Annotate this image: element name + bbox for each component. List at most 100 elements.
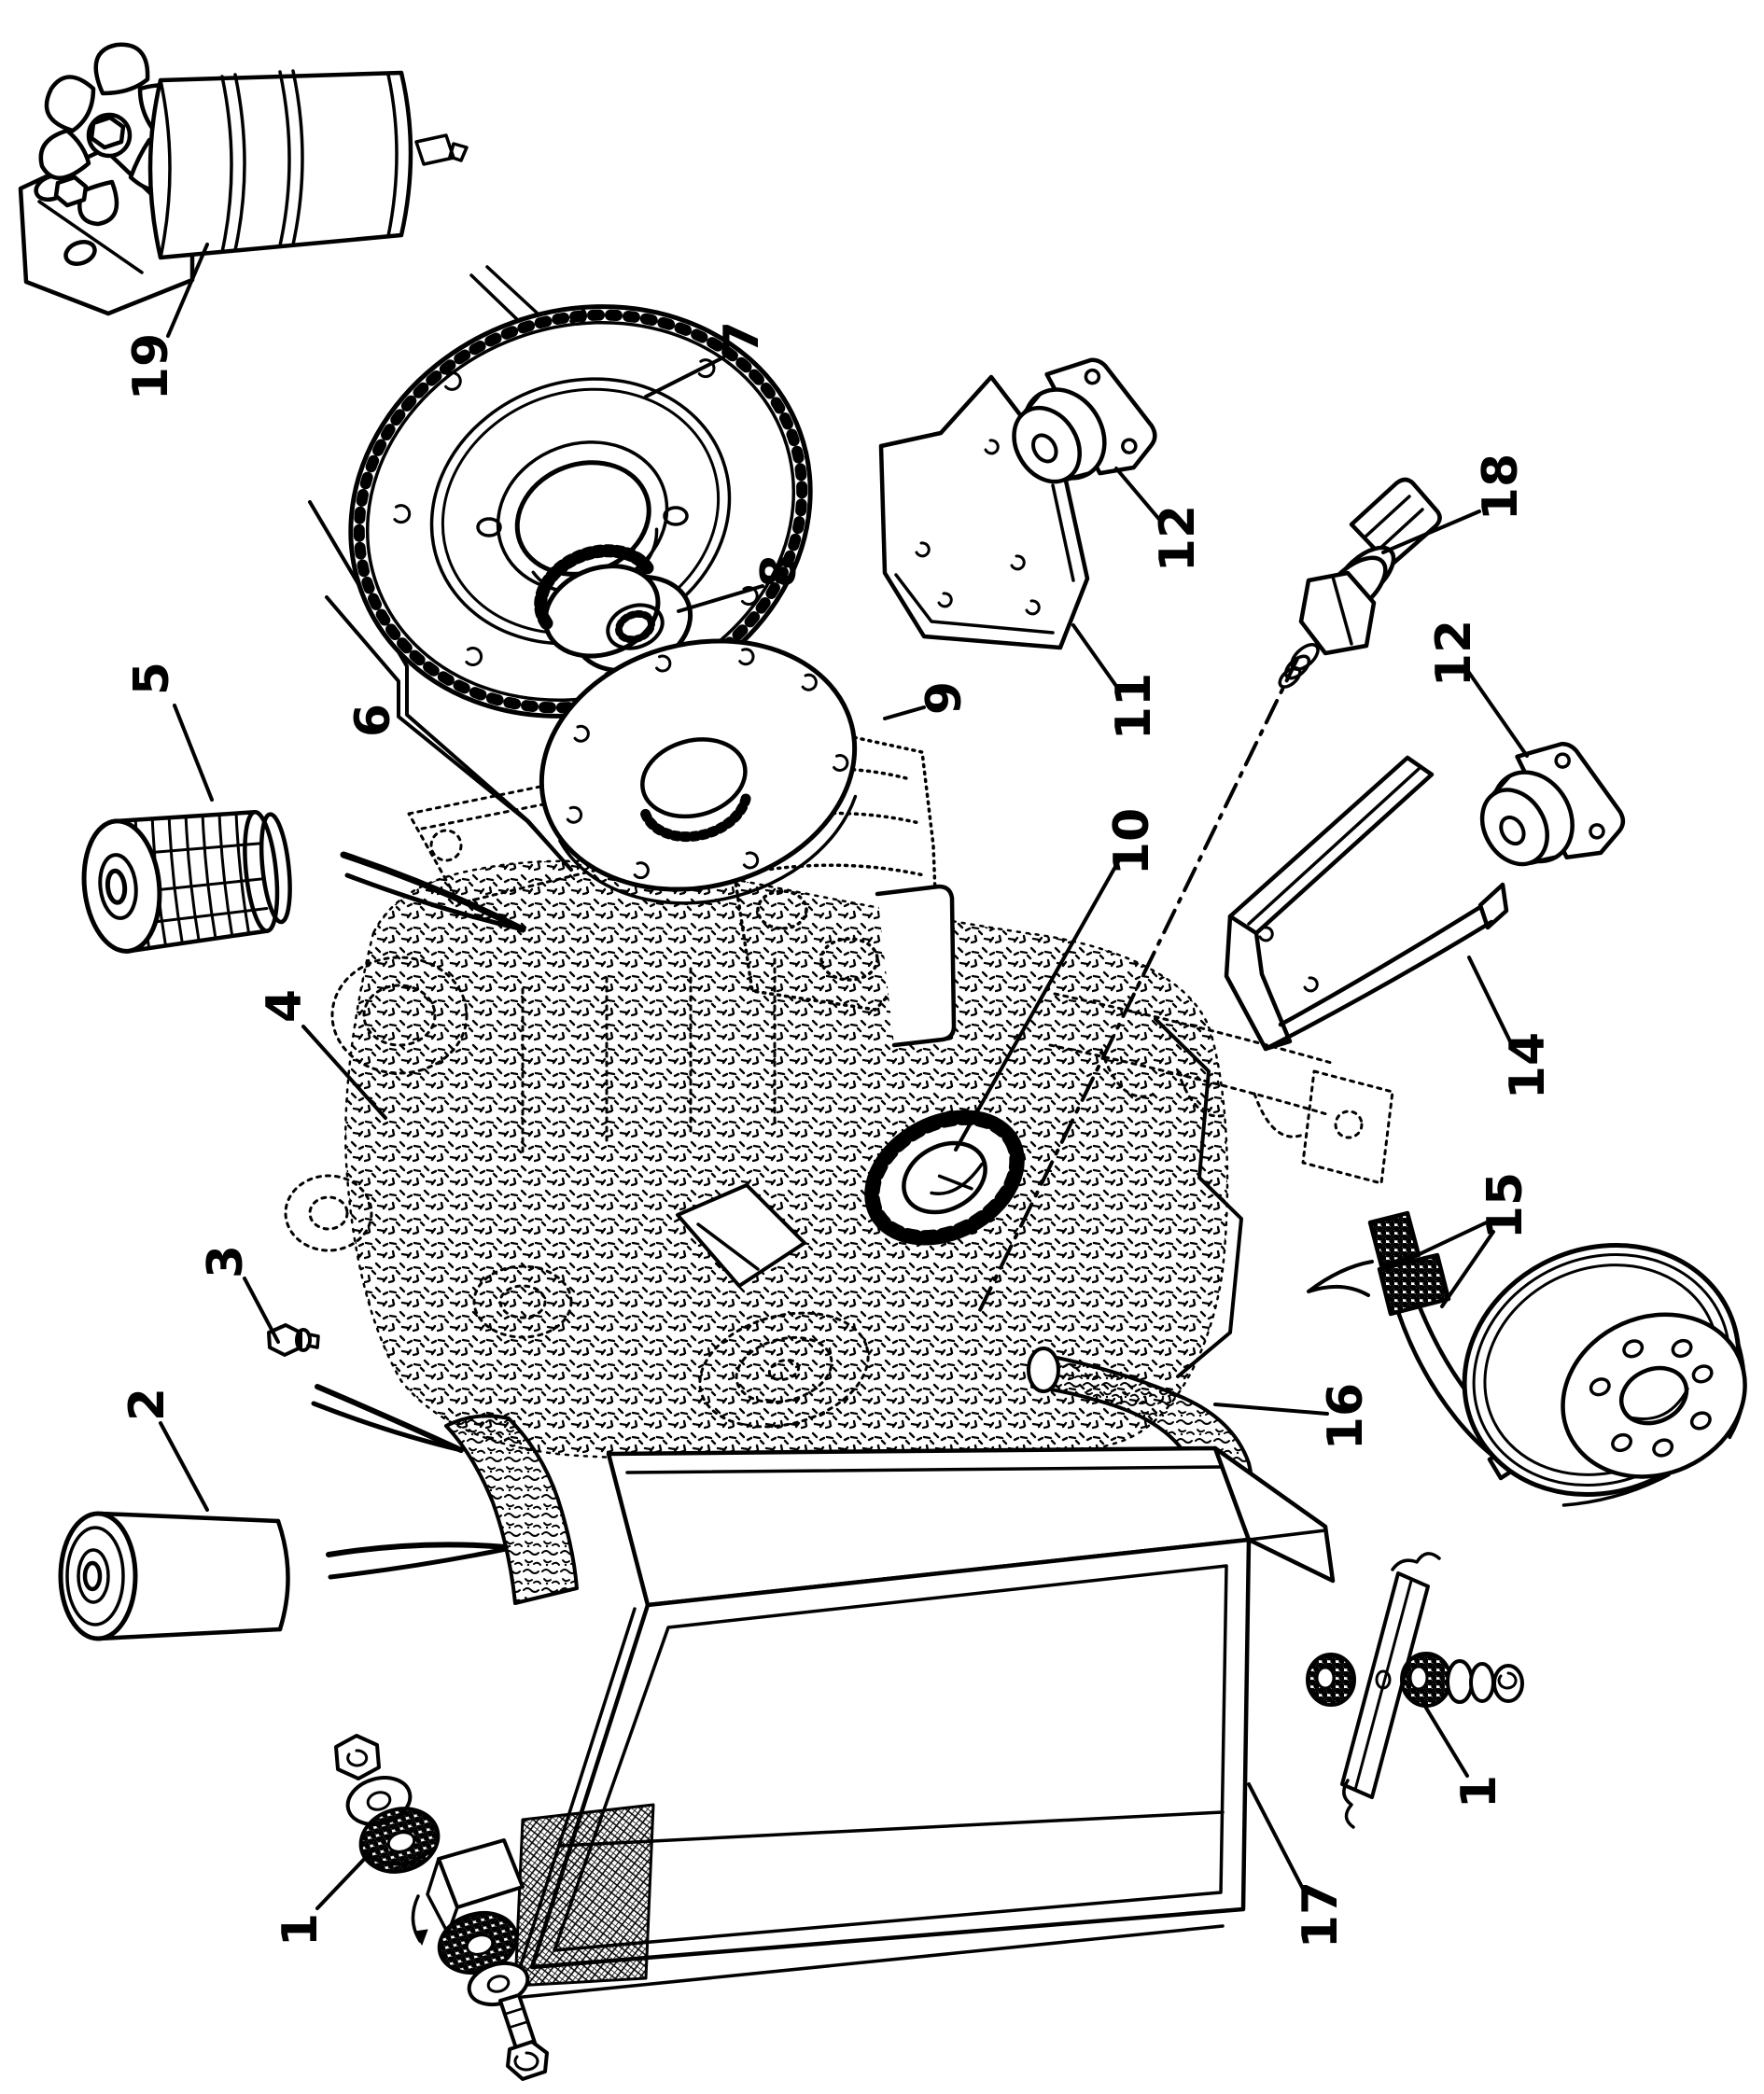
callout-radiator-mounting-hardware-right: 1: [1420, 1698, 1507, 1808]
oil-cap-ghost: [429, 829, 463, 862]
radiator-hose-left: [444, 1414, 579, 1605]
callout-number: 10: [1104, 808, 1160, 875]
switch-connector: [1349, 477, 1442, 568]
callout-flywheel: 7: [644, 321, 770, 398]
engine-mount-boss: [1154, 1017, 1243, 1378]
pressure-switch: [1278, 477, 1442, 689]
rubber-bushing-2: [437, 1911, 519, 1975]
nut: [334, 1734, 381, 1780]
callout-pulley-and-guard: 15: [1406, 1172, 1533, 1308]
callout-leader: [1114, 467, 1164, 524]
callout-number: 16: [1318, 1383, 1374, 1450]
callout-leader: [1467, 956, 1512, 1043]
callout-leader: [173, 704, 214, 802]
bushing-left: [1306, 1653, 1356, 1707]
callout-number: 5: [124, 662, 180, 695]
crank-pulley-ghost: [698, 1311, 870, 1429]
callout-engine-mount-rear: 12: [1426, 620, 1529, 758]
callout-drive-gear: 10: [954, 808, 1160, 1152]
callout-leader: [325, 595, 573, 872]
callout-leader: [1420, 1698, 1469, 1778]
plate-bolt-holes: [566, 648, 849, 880]
callout-number: 1: [1451, 1775, 1507, 1808]
insertion-arrows: [311, 851, 526, 1580]
engine-mount-rear: [1479, 741, 1626, 867]
plug: [267, 1323, 320, 1357]
pulley-face-holes: [1589, 1338, 1714, 1458]
fan-hub-bolt: [89, 115, 126, 150]
callout-number: 9: [917, 681, 973, 715]
switch-threads: [1278, 643, 1320, 689]
callout-radiator-mounting-hardware-left: 1: [273, 1848, 375, 1947]
callout-radiator: 17: [1247, 1782, 1349, 1948]
callout-fuel-filter-assembly: 19: [123, 243, 209, 400]
callout-oil-filter-cartridge: 2: [119, 1388, 209, 1512]
install-axis-dash-dot: [976, 657, 1299, 1316]
manifold-ghost: [1048, 992, 1337, 1117]
radiator-mount-hardware-left: [334, 1734, 549, 2081]
spline-bore: [615, 609, 655, 644]
crankshaft-pulley: [1462, 1242, 1747, 1507]
bracket-holes: [1258, 926, 1319, 993]
radiator-mount-hardware-right: [1306, 1552, 1524, 1829]
mount-rail: [1340, 1571, 1430, 1799]
adapter-plate: [539, 638, 858, 905]
canister-stud: [414, 133, 469, 166]
radiator: [513, 1445, 1336, 1999]
callout-number: 8: [751, 554, 807, 588]
callout-number: 7: [714, 321, 770, 355]
callout-leader: [1465, 668, 1529, 758]
support-bracket: [1224, 755, 1509, 1052]
pulley-hub-bore: [1619, 1365, 1689, 1426]
callout-number: 12: [1426, 620, 1482, 687]
callout-number: 18: [1473, 454, 1529, 521]
callout-flywheel-housing: 6: [325, 595, 573, 872]
callout-number: 11: [1106, 673, 1162, 740]
callout-leader: [1440, 1230, 1495, 1308]
radiator-right-end: [1212, 1445, 1336, 1584]
callout-leader: [1406, 1219, 1492, 1262]
belt-arrow: [1307, 1260, 1374, 1297]
gear-teeth: [864, 1110, 1025, 1246]
engine-front-mount: [676, 1183, 806, 1288]
callout-leader: [243, 1277, 280, 1344]
front-cover-boss-ghost: [330, 956, 469, 1075]
engine-mount-front: [1012, 357, 1157, 484]
callout-number: 14: [1500, 1032, 1556, 1099]
callout-leader: [301, 1025, 387, 1120]
callout-radiator-hose: 16: [1213, 1383, 1374, 1450]
callout-number: 19: [123, 333, 179, 400]
callout-adapter-plate: 9: [883, 681, 973, 720]
callout-leader: [1071, 623, 1120, 691]
callout-number: 3: [198, 1245, 254, 1278]
callout-leader: [1381, 510, 1481, 554]
callout-leader: [159, 1421, 209, 1512]
callout-number: 17: [1293, 1881, 1349, 1948]
callout-number: 15: [1477, 1172, 1533, 1239]
callout-oil-filter-element: 5: [124, 662, 214, 802]
callout-leader: [954, 857, 1122, 1152]
callout-number: 12: [1150, 505, 1206, 572]
rubber-bushing: [358, 1807, 441, 1874]
spline-hatching: [534, 544, 654, 630]
callout-engine-mount-front: 12: [1114, 467, 1206, 572]
callout-mounting-bracket-plate: 11: [1071, 623, 1162, 740]
callout-leader: [166, 243, 209, 338]
callout-number: 2: [119, 1388, 175, 1421]
radiator-tab: [437, 1838, 525, 1909]
callout-number: 6: [345, 704, 401, 737]
filter-canister: [147, 69, 469, 260]
callout-pressure-switch: 18: [1381, 454, 1529, 554]
switch-hex-body: [1298, 570, 1377, 656]
drive-gear: [864, 1110, 1025, 1246]
callout-support-bracket: 14: [1467, 956, 1556, 1099]
callout-leader: [644, 356, 725, 398]
callout-number: 1: [273, 1913, 329, 1947]
engine-block-ghost: [284, 761, 1394, 1473]
callout-splined-bushing: 8: [677, 554, 807, 613]
callout-leader: [1247, 1782, 1307, 1894]
callout-plug: 3: [198, 1245, 280, 1344]
